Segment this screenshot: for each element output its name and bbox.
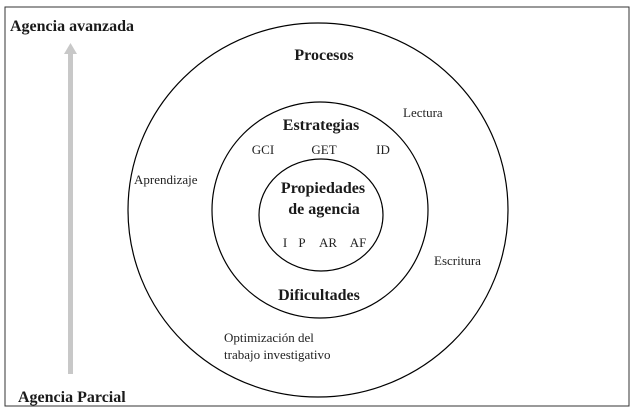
strategy-gci: GCI xyxy=(252,142,274,157)
difficulties-label: Dificultades xyxy=(278,287,360,304)
strategy-get: GET xyxy=(311,142,336,157)
properties-title-line1: Propiedades xyxy=(281,180,365,197)
property-p: P xyxy=(298,235,305,250)
property-ar: AR xyxy=(319,235,337,250)
agency-arrow xyxy=(64,43,77,374)
agency-partial-label: Agencia Parcial xyxy=(18,389,126,406)
agency-advanced-label: Agencia avanzada xyxy=(10,18,134,35)
properties-title-line2: de agencia xyxy=(288,201,360,218)
outer-circle-processes xyxy=(127,22,509,398)
property-af: AF xyxy=(350,235,367,250)
strategy-id: ID xyxy=(376,142,390,157)
property-i: I xyxy=(283,235,287,250)
process-reading: Lectura xyxy=(403,105,443,120)
middle-circle-strategies xyxy=(211,101,429,319)
optimization-line2: trabajo investigativo xyxy=(224,347,331,362)
process-writing: Escritura xyxy=(434,253,481,268)
process-learning: Aprendizaje xyxy=(134,172,198,187)
frame-border xyxy=(4,6,630,407)
inner-circle-properties xyxy=(258,158,384,272)
strategies-title: Estrategias xyxy=(283,117,359,134)
optimization-line1: Optimización del xyxy=(224,330,314,345)
processes-title: Procesos xyxy=(294,47,353,64)
